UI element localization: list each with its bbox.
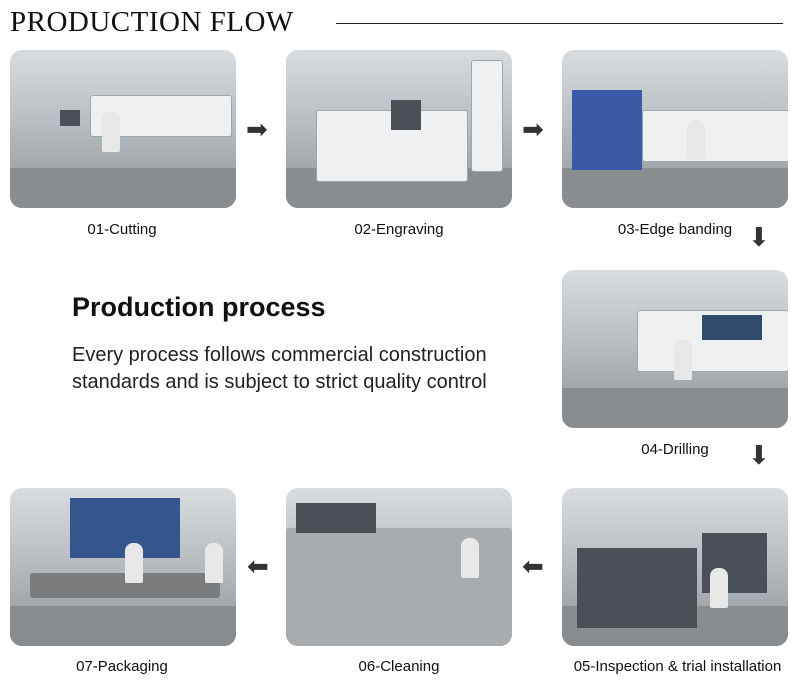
arrow-down-icon: ⬇ [748, 222, 770, 252]
step-label: 03-Edge banding [617, 221, 733, 238]
photo-edge-banding [562, 50, 788, 208]
photo-inspection [562, 488, 788, 646]
photo-drilling [562, 270, 788, 428]
step-label: 02-Engraving [354, 221, 444, 238]
arrow-right-icon: ➡ [246, 114, 268, 144]
step-label: 04-Drilling [641, 441, 709, 458]
section-heading: Production process [72, 292, 326, 322]
section-description: Every process follows commercial constru… [72, 344, 487, 393]
title-divider [336, 23, 783, 24]
arrow-left-icon: ⬅ [247, 551, 269, 581]
arrow-left-icon: ⬅ [522, 551, 544, 581]
step-label: 06-Cleaning [358, 658, 440, 675]
step-label: 07-Packaging [76, 658, 168, 675]
arrow-right-icon: ➡ [522, 114, 544, 144]
page-title: PRODUCTION FLOW [10, 6, 294, 38]
photo-cutting [10, 50, 236, 208]
photo-packaging [10, 488, 236, 646]
photo-engraving [286, 50, 512, 208]
step-label: 01-Cutting [87, 221, 157, 238]
step-label: 05-Inspection & trial installation [573, 658, 782, 675]
arrow-down-icon: ⬇ [748, 440, 770, 470]
photo-cleaning [286, 488, 512, 646]
